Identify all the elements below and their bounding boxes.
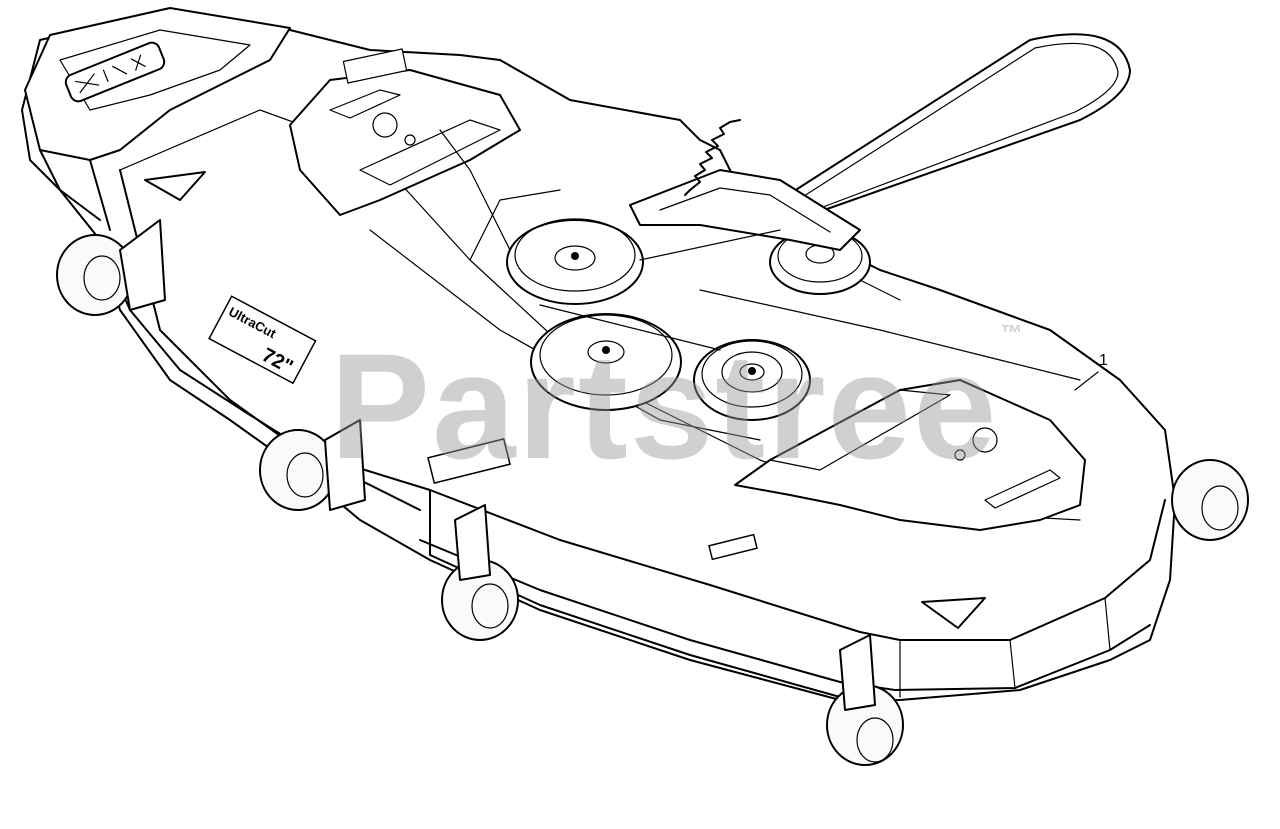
left-pulley-icon <box>506 218 644 305</box>
caster-wheel-front-center-icon <box>826 634 904 766</box>
brand-badge-right <box>921 597 986 629</box>
part-callout-number: 1 <box>1099 352 1108 369</box>
warning-decal-center <box>427 438 511 484</box>
rear-housing-icon <box>24 7 291 231</box>
brand-logo-icon <box>64 41 166 103</box>
warning-decal-front <box>708 533 758 561</box>
deck-belt-icon <box>439 129 901 351</box>
left-spindle-cover-icon <box>289 48 521 216</box>
center-pulley-icon <box>530 313 682 411</box>
right-pulley-icon <box>693 339 811 421</box>
callout-leader-line <box>1074 371 1099 391</box>
warning-decal-left <box>144 171 206 201</box>
drive-belt-icon <box>779 33 1131 216</box>
spring-icon <box>684 119 741 196</box>
caster-wheel-front-left-icon <box>441 504 519 641</box>
caster-wheel-right-icon <box>1171 459 1249 541</box>
deck-model-decal: UltraCut 72" <box>208 295 317 385</box>
caster-wheel-mid-left-icon <box>259 419 366 511</box>
idler-arm-icon <box>629 169 861 251</box>
right-spindle-cover-icon <box>734 379 1086 531</box>
caster-wheel-rear-left-icon <box>56 219 166 316</box>
